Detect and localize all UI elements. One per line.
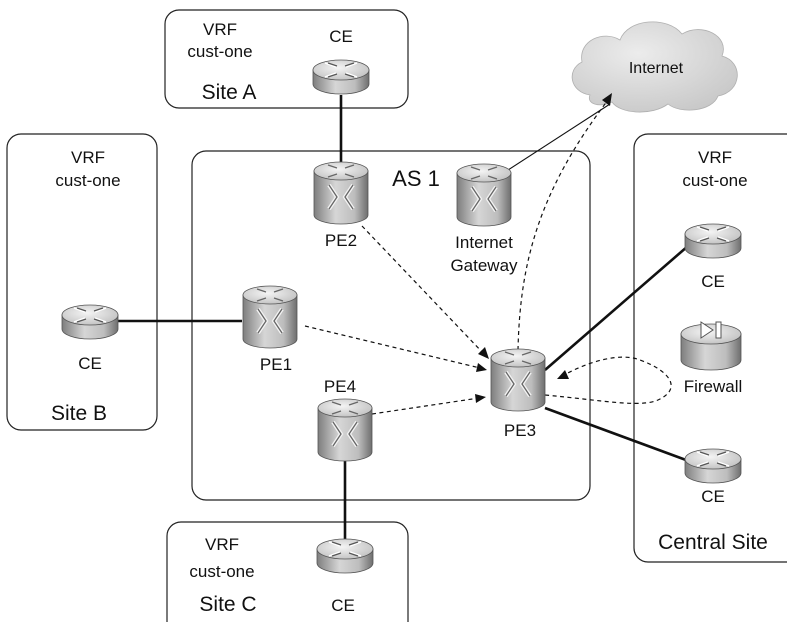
- site-c-label: Site C: [199, 593, 256, 616]
- internet-cloud-icon: [571, 21, 738, 113]
- pe2-router-icon: [312, 160, 370, 226]
- link-gateway-internet: [507, 103, 611, 171]
- site-b-ce-router-icon: [61, 304, 119, 340]
- site-b-label: Site B: [51, 402, 107, 425]
- site-b-ce-label: CE: [78, 354, 102, 373]
- as-label: AS 1: [392, 166, 440, 191]
- site-a-ce-router-icon: [312, 59, 370, 95]
- pe4-router-icon: [316, 397, 374, 463]
- gateway-label-line1: Internet: [455, 233, 513, 252]
- central-ce-bottom-label: CE: [701, 487, 725, 506]
- central-cust-label: cust-one: [682, 171, 747, 190]
- internet-gateway-router-icon: [455, 162, 513, 228]
- pe3-label: PE3: [504, 421, 536, 440]
- pe1-label: PE1: [260, 355, 292, 374]
- firewall-label: Firewall: [684, 377, 743, 396]
- site-a-ce-label: CE: [329, 27, 353, 46]
- internet-label: Internet: [629, 60, 684, 77]
- site-b-box: [6, 133, 158, 431]
- link-pe3-ce-top: [544, 245, 689, 371]
- central-site-label: Central Site: [658, 531, 768, 554]
- path-pe4-pe3: [371, 397, 480, 415]
- site-c-ce-label: CE: [331, 596, 355, 615]
- pe3-router-icon: [489, 347, 547, 413]
- pe4-label: PE4: [324, 377, 356, 396]
- central-ce-top-router-icon: [684, 223, 742, 259]
- firewall-icon: [680, 321, 742, 371]
- pe1-router-icon: [241, 284, 299, 350]
- link-pe3-ce-bottom: [544, 406, 687, 462]
- path-firewall-pe3: [544, 356, 672, 404]
- as-box: [191, 150, 591, 501]
- site-c-ce-router-icon: [316, 538, 374, 574]
- site-b-vrf-label: VRF: [71, 148, 105, 167]
- gateway-label-line2: Gateway: [450, 256, 518, 275]
- path-pe3-internet: [517, 99, 609, 351]
- site-a-label: Site A: [202, 81, 257, 104]
- pe2-label: PE2: [325, 231, 357, 250]
- site-a-cust-label: cust-one: [187, 42, 252, 61]
- site-a-vrf-label: VRF: [203, 20, 237, 39]
- site-c-cust-label: cust-one: [189, 562, 254, 581]
- central-vrf-label: VRF: [698, 148, 732, 167]
- site-c-vrf-label: VRF: [205, 535, 239, 554]
- central-ce-bottom-router-icon: [684, 448, 742, 484]
- central-ce-top-label: CE: [701, 272, 725, 291]
- site-b-cust-label: cust-one: [55, 171, 120, 190]
